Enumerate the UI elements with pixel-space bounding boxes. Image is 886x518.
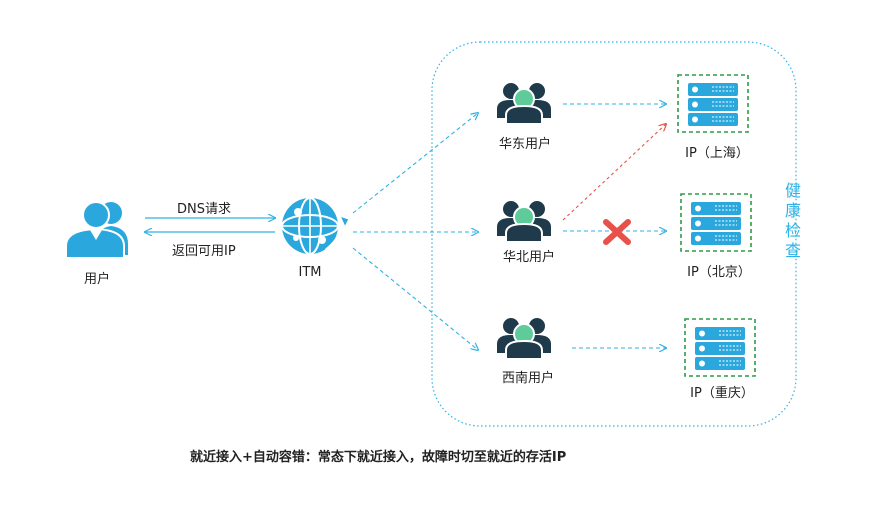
chongqing-server-label: IP（重庆） bbox=[690, 386, 754, 401]
north-users-icon bbox=[497, 201, 551, 243]
shanghai-server-label: IP（上海） bbox=[685, 146, 749, 161]
health-check-label: 健康检查 bbox=[784, 181, 801, 260]
fault-x-icon bbox=[603, 219, 631, 245]
beijing-server-label: IP（北京） bbox=[687, 265, 751, 280]
itm-to-east-arrow bbox=[352, 113, 478, 214]
diagram-caption: 就近接入+自动容错：常态下就近接入，故障时切至就近的存活IP bbox=[190, 450, 567, 465]
client-user-icon bbox=[65, 201, 128, 259]
shanghai-server-icon bbox=[677, 74, 749, 133]
beijing-server-icon bbox=[680, 193, 752, 252]
southwest-users-icon bbox=[497, 318, 551, 360]
itm-globe-icon bbox=[281, 197, 350, 255]
north-to-shanghai-failover-arrow bbox=[562, 124, 666, 221]
north-users-label: 华北用户 bbox=[502, 250, 556, 265]
dns-reply-label: 返回可用IP bbox=[172, 244, 236, 259]
east-users-icon bbox=[497, 83, 551, 125]
southwest-users-label: 西南用户 bbox=[501, 371, 555, 386]
dns-query-label: DNS请求 bbox=[177, 202, 231, 217]
itm-to-southwest-arrow bbox=[352, 247, 478, 350]
chongqing-server-icon bbox=[684, 318, 756, 377]
itm-label: ITM bbox=[298, 265, 322, 280]
client-label: 用户 bbox=[83, 272, 111, 287]
east-users-label: 华东用户 bbox=[498, 137, 552, 152]
health-check-region bbox=[431, 41, 797, 427]
